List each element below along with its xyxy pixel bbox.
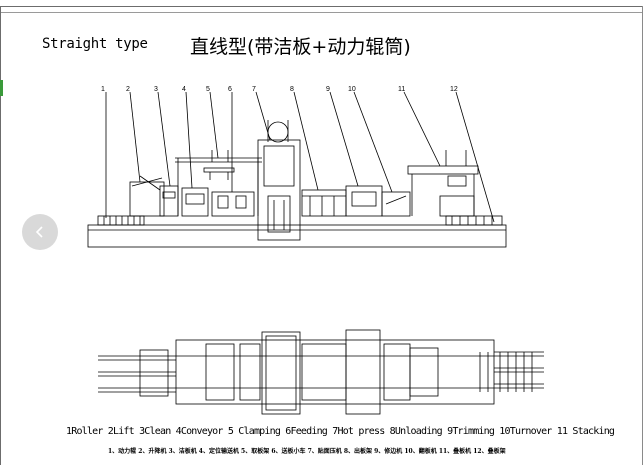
conveyor-unit: [181, 187, 209, 217]
feeding-cart: [211, 191, 255, 217]
hot-press: [257, 120, 301, 241]
callout-5: 5: [206, 86, 210, 93]
callout-12: 12: [450, 86, 458, 93]
callout-9: 9: [326, 86, 330, 93]
stacking-unit: [407, 150, 479, 217]
turnover-unit: [381, 191, 411, 217]
callout-2: 2: [126, 86, 130, 93]
title-english: Straight type: [42, 36, 148, 52]
chevron-left-icon: [35, 226, 43, 238]
clamping-gantry: [175, 150, 262, 216]
callout-leaders: [105, 91, 495, 223]
frame-left-line: [0, 6, 1, 465]
callout-3: 3: [154, 86, 158, 93]
clean-unit: [159, 185, 179, 217]
title-chinese: 直线型(带洁板+动力辊筒): [190, 36, 411, 58]
side-marker: [0, 80, 3, 96]
frame-top-line: [0, 6, 643, 7]
legend-english: 1Roller 2Lift 3Clean 4Conveyor 5 Clampin…: [66, 426, 615, 437]
previous-slide-button[interactable]: [22, 214, 58, 250]
callout-7: 7: [252, 86, 256, 93]
callout-numbers: 1 2 3 4 5 6 7 8 9 10 11 12: [101, 86, 458, 93]
callout-11: 11: [398, 86, 405, 93]
unloading-unit: [301, 189, 347, 217]
callout-1: 1: [101, 86, 105, 93]
plan-view: [98, 329, 544, 415]
callout-8: 8: [290, 86, 294, 93]
callout-10: 10: [348, 86, 356, 93]
callout-4: 4: [182, 86, 186, 93]
callout-6: 6: [228, 86, 232, 93]
frame-top-line-2: [0, 12, 643, 13]
legend-chinese: 1、动力辊 2、升降机 3、洁板机 4、定位输送机 5、取板架 6、送板小车 7…: [108, 448, 506, 455]
elevation-rollers: [97, 215, 503, 226]
elevation-base: [87, 224, 507, 248]
trimming-unit: [345, 185, 383, 217]
lift-unit: [129, 181, 165, 217]
